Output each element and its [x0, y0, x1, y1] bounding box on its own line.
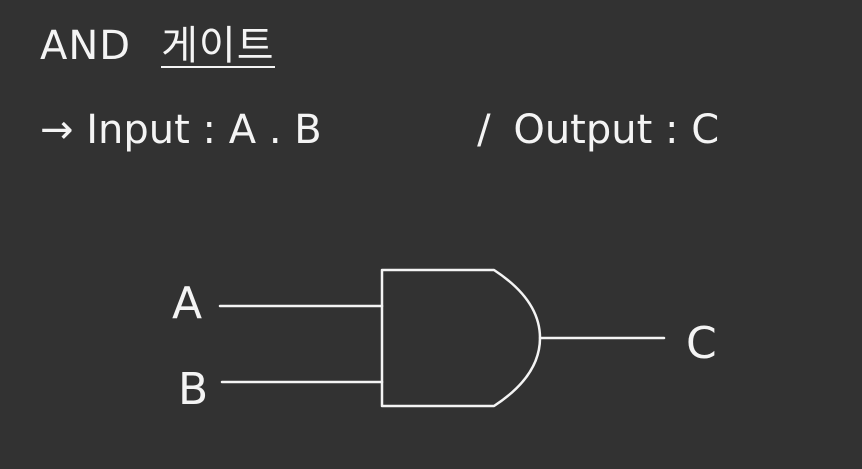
arrow-icon: → [40, 107, 74, 153]
input-colon: : [202, 107, 217, 153]
gate-korean-label: 게이트 [161, 23, 275, 69]
input-b-label: B [178, 364, 208, 415]
output-c-label: C [686, 318, 717, 369]
input-values: A . B [228, 107, 322, 153]
io-description: → Input : A . B / Output : C [40, 110, 719, 150]
and-gate-body [380, 268, 542, 408]
output-label: Output [513, 107, 653, 153]
output-colon: : [665, 107, 679, 153]
input-label: Input [86, 107, 190, 153]
separator: / [477, 107, 491, 153]
output-value: C [691, 107, 720, 153]
page-title: AND 게이트 [40, 26, 275, 68]
input-a-label: A [172, 278, 202, 329]
gate-name: AND [40, 23, 132, 69]
